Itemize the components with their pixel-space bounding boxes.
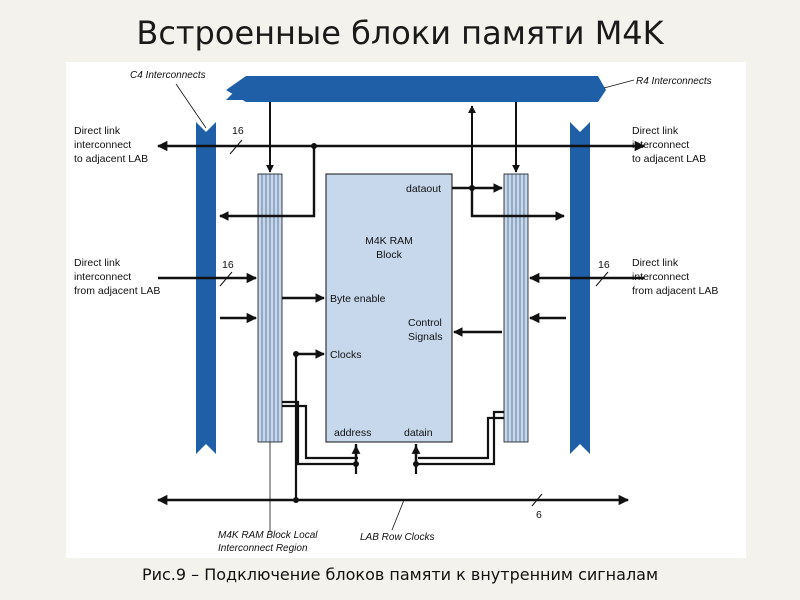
local-interconnect-right	[503, 173, 529, 443]
slide-title: Встроенные блоки памяти M4K	[136, 14, 664, 52]
right-top-label-3: to adjacent LAB	[632, 153, 706, 165]
row-clocks-leader	[391, 499, 405, 531]
left-top-label-3: to adjacent LAB	[74, 153, 148, 165]
left-mid-label-1: Direct link	[74, 257, 121, 269]
right-mid-label-1: Direct link	[632, 257, 679, 269]
bus-width-left: 16	[222, 259, 234, 271]
c4-label: C4 Interconnects	[130, 70, 206, 81]
left-mid-label-2: interconnect	[74, 271, 131, 283]
port-clocks: Clocks	[330, 349, 362, 361]
r4-leader	[603, 79, 635, 89]
local-interconnect-left	[257, 173, 283, 443]
local-region-label-2: Interconnect Region	[218, 543, 308, 554]
dataout-to-right-lab	[470, 188, 565, 221]
right-mid-label-3: from adjacent LAB	[632, 285, 718, 297]
lab-row-clocks-label: LAB Row Clocks	[360, 532, 434, 543]
address-wire-2	[282, 404, 358, 460]
c4-interconnect-left	[196, 122, 216, 454]
ram-label-2: Block	[376, 249, 402, 261]
local-region-label-1: M4K RAM Block Local	[218, 530, 318, 541]
bus-width-top: 16	[232, 125, 244, 137]
port-control-2: Signals	[408, 331, 442, 343]
left-mid-label-3: from adjacent LAB	[74, 285, 160, 297]
figure-caption: Рис.9 – Подключение блоков памяти к внут…	[141, 565, 659, 584]
ram-label-1: M4K RAM	[365, 235, 413, 247]
m4k-interconnect-diagram: C4 Interconnects R4 Interconnects Direct…	[74, 70, 718, 554]
right-mid-label-2: interconnect	[632, 271, 689, 283]
port-address: address	[334, 427, 371, 439]
datain-wire-2	[418, 416, 504, 460]
right-top-label-2: interconnect	[632, 139, 689, 151]
c4-leader	[175, 83, 207, 129]
bus-slash-top	[229, 139, 243, 155]
right-top-label-1: Direct link	[632, 125, 679, 137]
port-byte-enable: Byte enable	[330, 293, 386, 305]
port-dataout: dataout	[406, 183, 441, 195]
m4k-ram-block	[325, 173, 453, 443]
left-top-label-1: Direct link	[74, 125, 121, 137]
port-datain: datain	[404, 427, 433, 439]
diagram-panel: C4 Interconnects R4 Interconnects Direct…	[66, 62, 746, 558]
left-to-left-lab	[219, 146, 316, 221]
r4-interconnect-bar-body	[226, 76, 606, 102]
r4-label: R4 Interconnects	[636, 76, 712, 87]
left-top-label-2: interconnect	[74, 139, 131, 151]
port-control-1: Control	[408, 317, 442, 329]
bus-width-right: 16	[598, 259, 610, 271]
c4-interconnect-right	[570, 122, 590, 454]
bus-width-bottom: 6	[536, 509, 542, 521]
